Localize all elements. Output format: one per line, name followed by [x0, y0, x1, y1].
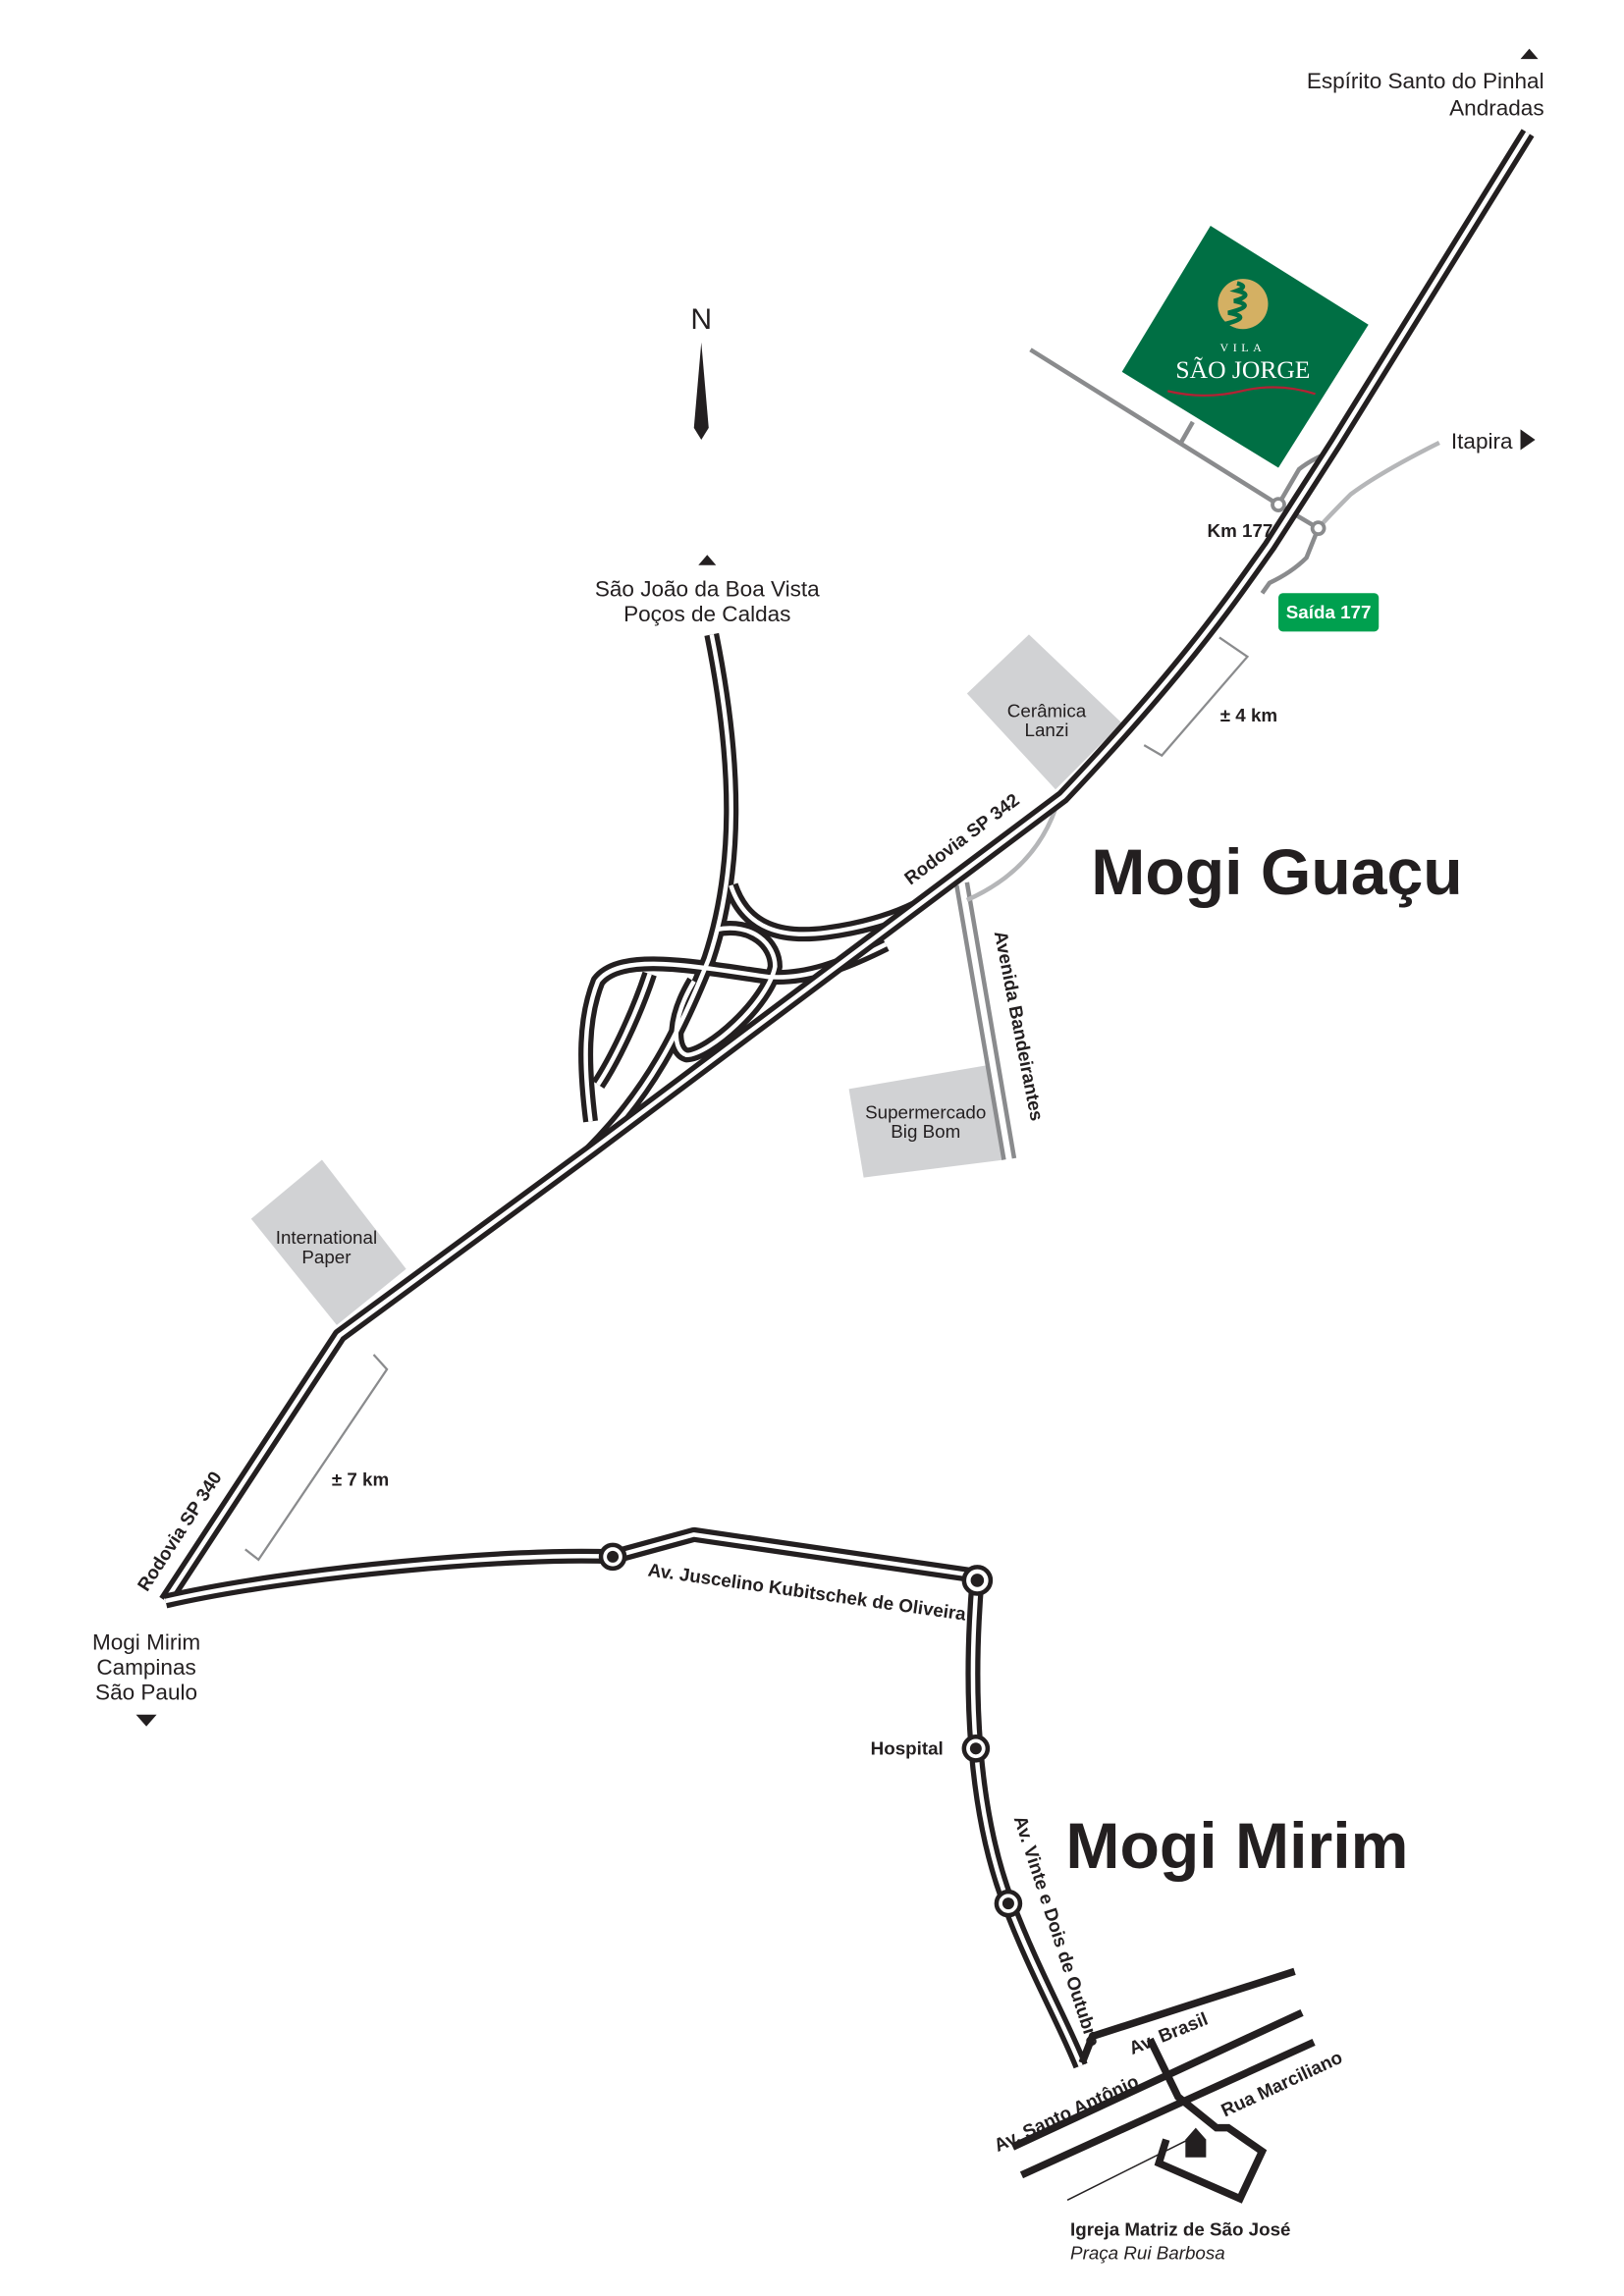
roundabout-markers — [598, 1542, 1023, 1918]
arrow-down-icon — [135, 1714, 157, 1727]
highway-sp340-sp342 — [159, 129, 1535, 1606]
church-icon — [1185, 2127, 1207, 2158]
destination-sao-paulo: São Paulo — [95, 1681, 197, 1705]
destination-mogi-mirim: Mogi Mirim — [92, 1630, 200, 1655]
landmark-paper-line1: International — [276, 1227, 377, 1248]
distance-bracket-4km — [1143, 636, 1250, 758]
km-label: Km 177 — [1208, 520, 1273, 541]
road-label-santo-antonio: Av. Santo Antônio — [991, 2070, 1142, 2156]
international-paper-area — [250, 1159, 406, 1325]
landmark-igreja: Igreja Matriz de São José — [1070, 2218, 1290, 2239]
destination-campinas: Campinas — [96, 1655, 195, 1680]
arrow-up-icon — [1520, 48, 1539, 60]
landmark-ceramica-line2: Lanzi — [1025, 720, 1069, 740]
cloverleaf-interchange — [578, 632, 919, 1156]
supermercado-area — [848, 1065, 1004, 1178]
distance-bracket-7km — [244, 1354, 389, 1562]
city-mogi-guacu: Mogi Guaçu — [1091, 836, 1462, 909]
destination-sao-joao: São João da Boa Vista — [595, 576, 820, 601]
vila-sao-jorge-logo: VILA SÃO JORGE — [1121, 225, 1369, 468]
svg-text:N: N — [690, 303, 712, 336]
north-arrow: N — [690, 303, 712, 440]
arrow-right-icon — [1520, 429, 1536, 451]
avenida-bandeirantes-road — [954, 808, 1058, 1160]
arrow-up-icon — [698, 555, 717, 565]
city-mogi-mirim: Mogi Mirim — [1065, 1810, 1408, 1883]
destination-itapira: Itapira — [1451, 429, 1513, 454]
landmark-supermercado-line1: Supermercado — [865, 1101, 986, 1122]
destination-pocos: Poços de Caldas — [623, 602, 790, 626]
landmark-paper-line2: Paper — [301, 1247, 351, 1267]
north-arrow-icon — [693, 342, 709, 440]
svg-text:VILA: VILA — [1220, 341, 1267, 354]
downtown-streets — [1010, 1967, 1316, 2204]
road-label-bandeirantes: Avenida Bandeirantes — [991, 930, 1048, 1123]
landmark-ceramica-line1: Cerâmica — [1007, 701, 1087, 721]
ceramica-lanzi-area — [966, 634, 1122, 790]
exit-badge-label: Saída 177 — [1286, 602, 1372, 622]
svg-text:SÃO JORGE: SÃO JORGE — [1175, 355, 1310, 384]
exit-badge — [1278, 593, 1380, 632]
mogi-mirim-road — [163, 1526, 1088, 2069]
landmark-hospital: Hospital — [871, 1737, 944, 1758]
landmark-praca: Praça Rui Barbosa — [1070, 2242, 1225, 2263]
landmark-supermercado-line2: Big Bom — [891, 1121, 960, 1142]
destination-andradas: Andradas — [1449, 95, 1543, 120]
distance-4km: ± 4 km — [1220, 705, 1277, 725]
distance-7km: ± 7 km — [332, 1469, 389, 1490]
destination-pinhal: Espírito Santo do Pinhal — [1307, 69, 1544, 93]
